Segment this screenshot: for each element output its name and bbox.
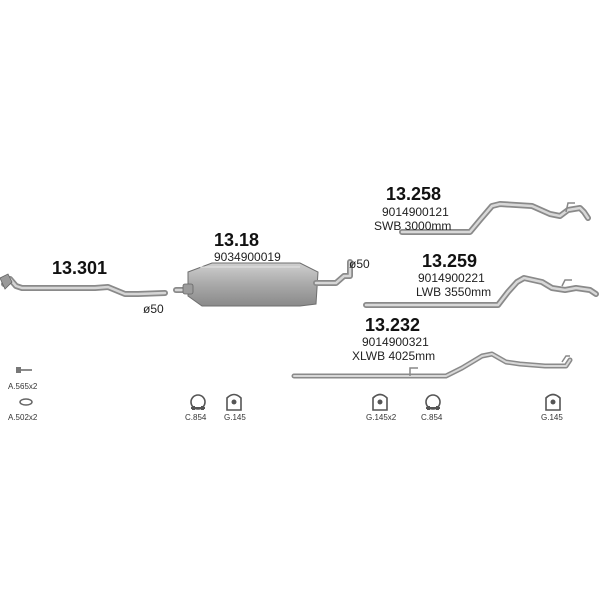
part-number-13-232: 9014900321 (362, 335, 429, 349)
accessory-code: G.145 (224, 413, 246, 422)
part-number-13-258: 9014900121 (382, 205, 449, 219)
rubber-hanger-icon (372, 393, 388, 411)
diameter-label: ø50 (143, 302, 164, 316)
part-code-13-258: 13.258 (386, 184, 442, 204)
clamp-icon (190, 394, 206, 410)
accessory-code: C.854 (421, 413, 443, 422)
part-number-13-18: 9034900019 (214, 250, 281, 264)
rubber-hanger-icon (226, 393, 242, 411)
tail-pipe-13-259 (363, 275, 599, 308)
part-code-13-232: 13.232 (365, 315, 421, 335)
part-code-13-18: 13.18 (214, 230, 260, 250)
part-note-13-259: LWB 3550mm (416, 285, 492, 299)
accessory-code: A.502x2 (8, 413, 38, 422)
accessory-code: A.565x2 (8, 382, 38, 391)
gasket-icon (19, 398, 33, 406)
part-code-13-259: 13.259 (422, 251, 478, 271)
accessory-code: G.145 (541, 413, 563, 422)
part-code-13-301: 13.301 (52, 258, 108, 278)
part-note-13-258: SWB 3000mm (374, 219, 452, 233)
accessory-code: C.854 (185, 413, 207, 422)
tail-pipe-13-258 (399, 201, 591, 235)
part-number-13-259: 9014900221 (418, 271, 485, 285)
rear-silencer-13-18 (173, 259, 353, 307)
front-pipe-13-301 (0, 273, 168, 297)
part-note-13-232: XLWB 4025mm (352, 349, 436, 363)
rubber-hanger-icon (545, 393, 561, 411)
clamp-icon (425, 394, 441, 410)
bolt-icon (16, 367, 32, 373)
accessory-code: G.145x2 (366, 413, 397, 422)
tail-pipe-13-232 (291, 351, 573, 379)
diameter-label: ø50 (349, 257, 370, 271)
